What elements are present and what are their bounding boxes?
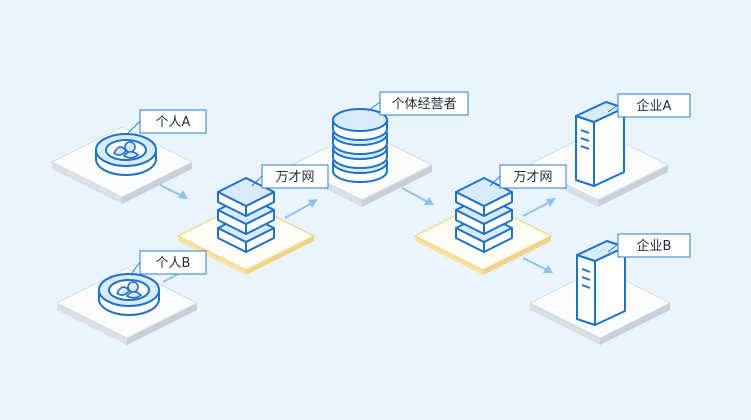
server-stack-icon: [217, 177, 275, 253]
label-platform-right: 万才网: [499, 164, 567, 189]
label-enterprise-b: 企业B: [617, 233, 691, 258]
label-platform-right-text: 万才网: [513, 170, 552, 185]
label-enterprise-a-text: 企业A: [637, 98, 672, 114]
label-individual-a-text: 个人A: [156, 115, 191, 130]
label-platform-left-text: 万才网: [275, 170, 314, 185]
label-enterprise-a: 企业A: [617, 93, 691, 118]
label-individual-business: 个体经营者: [379, 91, 469, 116]
label-enterprise-b-text: 企业B: [637, 238, 672, 254]
label-individual-b: 个人B: [139, 250, 207, 275]
coin-person-icon: [95, 133, 157, 176]
flow-arrows: [159, 184, 556, 283]
label-connectors: [127, 101, 619, 274]
server-stack-icon: [455, 177, 513, 253]
coin-person-icon: [98, 273, 160, 316]
database-icon: [332, 108, 388, 183]
label-platform-left: 万才网: [261, 164, 329, 189]
label-individual-b-text: 个人B: [156, 256, 191, 271]
server-tower-icon: [575, 101, 625, 187]
label-individual-business-text: 个体经营者: [391, 97, 456, 112]
label-individual-a: 个人A: [139, 109, 207, 134]
